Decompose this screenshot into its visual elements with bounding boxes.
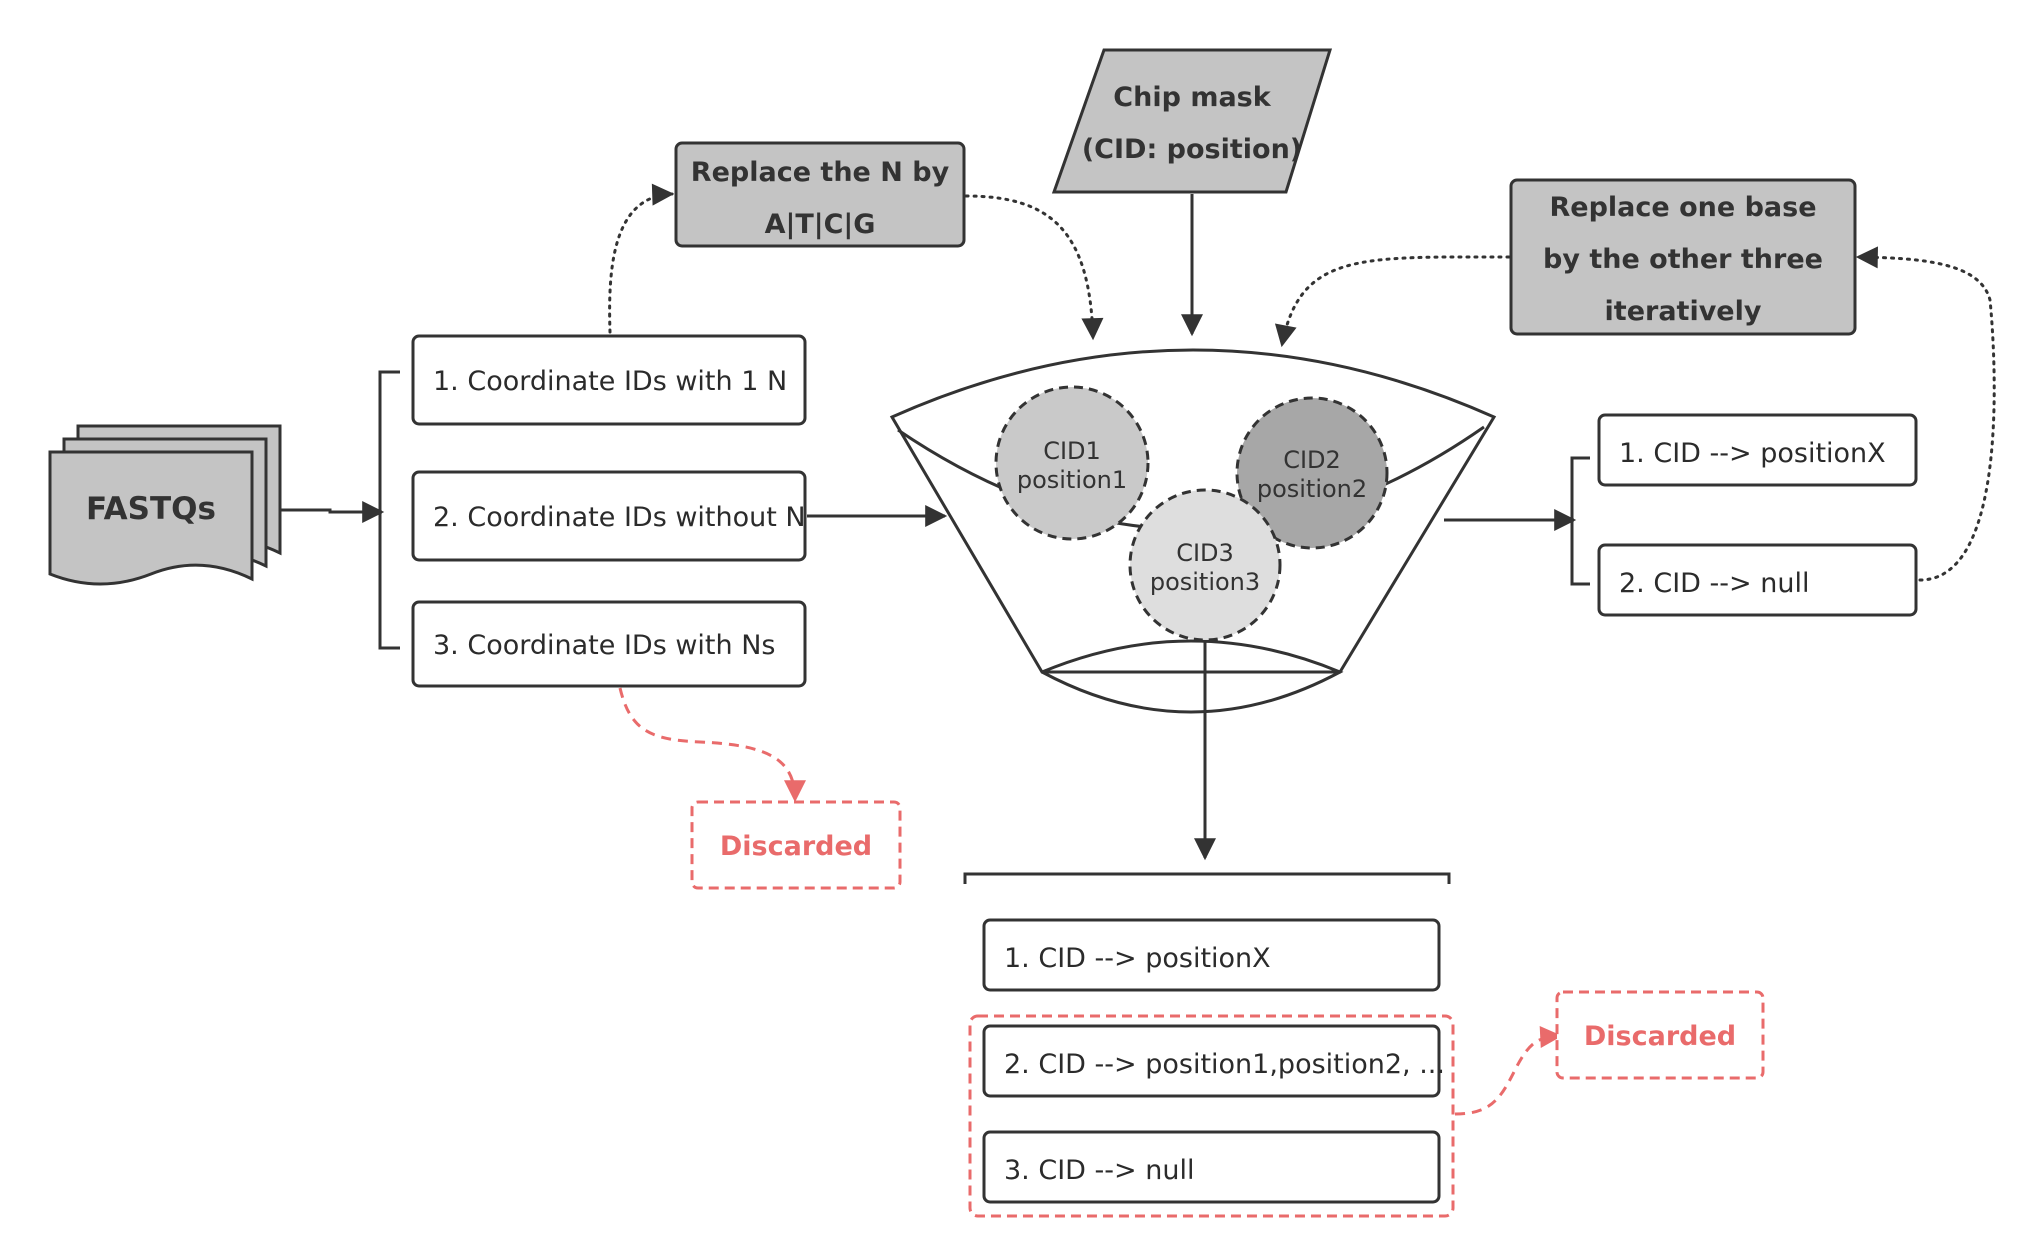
funnel-bottom-lens [1041,639,1344,714]
coord-id-label-2: 2. Coordinate IDs without N [433,502,806,533]
coord-id-box-1: 1. Coordinate IDs with 1 N [411,334,807,426]
cid1-pos: position1 [1017,466,1127,494]
right-bracket [1570,456,1590,586]
fastqs-document-stack: FASTQs [48,424,282,586]
box1-to-replace-n-dotted-arrow [608,183,675,334]
chip-mask-line2: (CID: position) [1082,134,1302,165]
bottom-bracket [963,872,1451,884]
bottom-result-label-1: 1. CID --> positionX [1004,943,1271,974]
cid1-id: CID1 [1043,437,1101,465]
discard-group-outline [968,1014,1455,1218]
discarded-right-label: Discarded [1584,1021,1736,1052]
chip-mask-line1: Chip mask [1113,82,1271,113]
bottom-result-box-1: 1. CID --> positionX [982,918,1441,992]
discarded-left-box: Discarded [690,800,902,890]
replace-base-line3: iteratively [1605,296,1762,327]
replace-n-line1: Replace the N by [691,157,950,188]
right-result-label-2: 2. CID --> null [1619,568,1809,599]
box3-to-discarded-red-arrow [618,687,806,803]
replace-base-box: Replace one base by the other three iter… [1509,178,1857,336]
right-result-box-1: 1. CID --> positionX [1597,413,1918,487]
fastqs-to-bracket-arrow [280,501,385,523]
bottom-result-label-3: 3. CID --> null [1004,1155,1194,1186]
null-to-replace-base-dotted-arrow [1855,246,1996,582]
discarded-right-box: Discarded [1555,990,1765,1080]
group-to-discarded-red-arrow [1454,1026,1563,1116]
coord-id-label-3: 3. Coordinate IDs with Ns [433,630,775,661]
replace-n-box: Replace the N by A|T|C|G [674,141,966,248]
left-bracket [378,370,400,650]
fastqs-label: FASTQs [86,491,216,527]
bottom-result-box-2: 2. CID --> position1,position2, ... [982,1024,1445,1098]
coord-id-box-2: 2. Coordinate IDs without N [411,470,807,562]
cid3-id: CID3 [1176,539,1234,567]
replace-n-line2: A|T|C|G [765,209,876,240]
cid2-id: CID2 [1283,446,1341,474]
cid-circle-3: CID3 position3 [1128,488,1282,642]
cid-circle-2: CID2 position2 [1235,396,1389,550]
right-result-label-1: 1. CID --> positionX [1619,438,1886,469]
replace-base-line1: Replace one base [1549,192,1816,223]
coord-id-box-3: 3. Coordinate IDs with Ns [411,600,807,688]
discarded-left-label: Discarded [720,831,872,862]
bottom-result-label-2: 2. CID --> position1,position2, ... [1004,1049,1445,1080]
bottom-result-box-3: 3. CID --> null [982,1130,1441,1204]
coord-id-label-1: 1. Coordinate IDs with 1 N [433,366,787,397]
replace-n-to-funnel-dotted-arrow [964,194,1104,341]
cid2-pos: position2 [1257,475,1367,503]
replace-base-line2: by the other three [1543,244,1823,275]
cid3-pos: position3 [1150,568,1260,596]
right-result-box-2: 2. CID --> null [1597,543,1918,617]
fastqs-document-front [48,450,254,586]
cid-circle-1: CID1 position1 [994,385,1150,541]
chip-mask-shape: Chip mask (CID: position) [1051,48,1333,194]
replace-base-to-funnel-dotted-arrow [1274,255,1511,348]
